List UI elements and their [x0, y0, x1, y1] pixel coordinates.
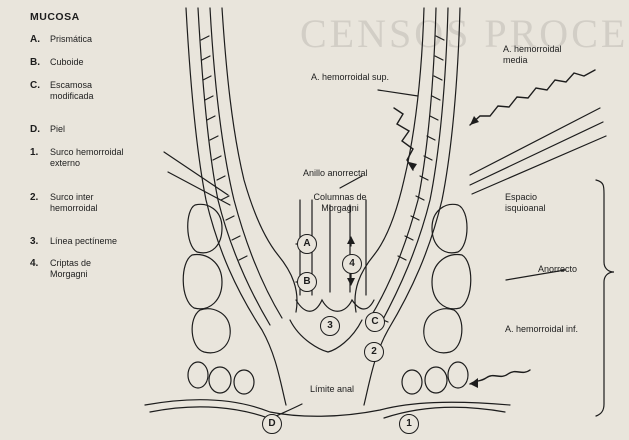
subcutaneous-left-3 — [234, 370, 254, 394]
legend-item-4: 4.Criptas de Morgagni — [30, 258, 130, 280]
label-hemorroidal-sup: A. hemorroidal sup. — [311, 72, 401, 83]
crypt-arrow-up — [347, 236, 355, 244]
mucosa-legend: MUCOSA A.Prismática B.Cuboide C.Escamosa… — [30, 12, 180, 27]
marker-a: A — [297, 234, 317, 254]
label-columnas: Columnas de Morgagni — [310, 192, 370, 214]
rectal-wall-left-mid — [198, 8, 270, 325]
subcutaneous-right-1 — [402, 370, 422, 394]
rectal-wall-right-inner — [370, 8, 436, 318]
label-hemorroidal-media: A. hemorroidal media — [503, 44, 573, 66]
legend-item-d: D.Piel — [30, 124, 160, 135]
perianal-skin — [145, 400, 510, 417]
marker-1: 1 — [399, 414, 419, 434]
label-anillo-anorrectal: Anillo anorrectal — [303, 168, 368, 179]
leader-hemorroidal-sup — [378, 90, 418, 96]
legend-item-3: 3.Línea pectíneme — [30, 236, 160, 247]
rectal-mucosa-right — [355, 8, 424, 312]
marker-d: D — [262, 414, 282, 434]
crypt-arrow-down — [347, 278, 355, 286]
subcutaneous-right-3 — [448, 362, 468, 388]
levator-line-right — [470, 108, 606, 194]
anorrecto-brace — [596, 180, 614, 416]
rectal-mucosa-left — [222, 8, 297, 312]
sphincter-left-2 — [183, 254, 222, 308]
hemorrhoidal-artery-sup — [394, 108, 413, 170]
label-limite-anal: Límite anal — [310, 384, 354, 395]
label-anorrecto: Anorrecto — [538, 264, 577, 275]
hemorrhoidal-artery-inf — [470, 370, 530, 384]
label-hemorroidal-inf: A. hemorroidal inf. — [505, 324, 585, 335]
marker-4: 4 — [342, 254, 362, 274]
sphincter-left-1 — [188, 204, 222, 252]
legend-item-2: 2.Surco inter hemorroidal — [30, 192, 135, 214]
legend-item-c: C.Escamosa modificada — [30, 80, 130, 102]
legend-item-a: A.Prismática — [30, 34, 160, 45]
subcutaneous-right-2 — [425, 367, 447, 393]
marker-c: C — [365, 312, 385, 332]
perianal-skin-left-2 — [150, 407, 268, 418]
sphincter-right-1 — [432, 204, 467, 252]
subcutaneous-left-2 — [209, 367, 231, 393]
label-espacio: Espacio isquioanal — [505, 192, 573, 214]
pectinate-crypts — [296, 300, 374, 311]
sphincter-right-2 — [432, 254, 471, 308]
marker-b: B — [297, 272, 317, 292]
legend-item-1: 1.Surco hemorroidal externo — [30, 147, 135, 169]
hemorrhoidal-artery-mid — [470, 70, 595, 125]
marker-3: 3 — [320, 316, 340, 336]
legend-item-b: B.Cuboide — [30, 57, 160, 68]
sphincter-left-3 — [192, 309, 230, 353]
subcutaneous-left-1 — [188, 362, 208, 388]
legend-title: MUCOSA — [30, 12, 180, 23]
marker-2: 2 — [364, 342, 384, 362]
sphincter-right-3 — [424, 309, 462, 353]
